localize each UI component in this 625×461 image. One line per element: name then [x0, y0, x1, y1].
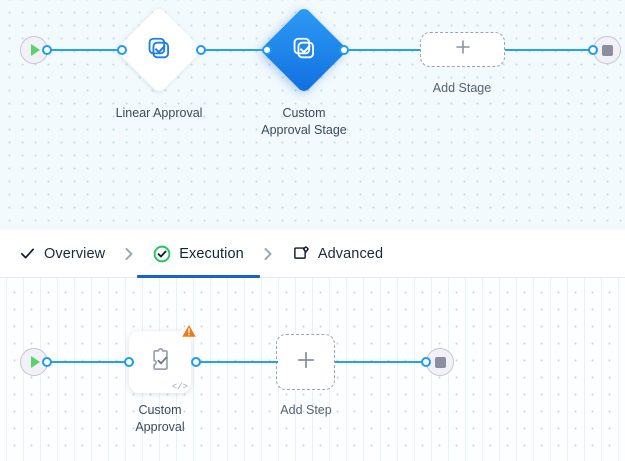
chevron-right-icon [264, 247, 272, 260]
plus-icon [296, 350, 316, 375]
stage-linear-input-port[interactable] [117, 45, 127, 55]
step-card-custom-approval[interactable]: </> [129, 324, 196, 393]
settings-window-icon [292, 245, 310, 263]
check-icon [18, 245, 36, 263]
tab-overview[interactable]: Overview [16, 230, 107, 278]
approval-check-icon [146, 35, 172, 66]
check-circle-icon [153, 245, 171, 263]
stage-end-input-port[interactable] [588, 45, 598, 55]
step-custom-input-port[interactable] [124, 357, 134, 367]
tab-execution[interactable]: Execution [137, 230, 260, 278]
stage-diamond-custom[interactable] [260, 6, 348, 94]
edge-start-to-custom-approval [46, 361, 134, 364]
tab-advanced[interactable]: Advanced [290, 230, 385, 278]
edge-custom-to-add [340, 49, 420, 52]
step-canvas[interactable]: </> Custom Approval Add Step [0, 278, 625, 461]
step-end-input-port[interactable] [421, 357, 431, 367]
step-start-output-port[interactable] [42, 357, 52, 367]
tab-overview-label: Overview [44, 245, 106, 262]
stage-node-linear-approval[interactable] [115, 6, 203, 94]
tab-advanced-label: Advanced [317, 245, 384, 262]
edge-add-to-end [505, 49, 590, 52]
add-stage-button[interactable] [420, 32, 505, 67]
warning-triangle-icon[interactable] [181, 323, 197, 344]
add-stage-node[interactable] [420, 32, 505, 67]
add-step-button[interactable] [276, 334, 335, 390]
stop-icon [434, 356, 446, 368]
stage-diamond-linear[interactable] [115, 6, 203, 94]
code-badge-icon: </> [171, 382, 188, 392]
start-terminal-circle[interactable] [20, 348, 48, 376]
stage-custom-output-port[interactable] [339, 45, 349, 55]
puzzle-check-icon [145, 345, 175, 380]
tab-separator-1 [107, 246, 151, 262]
stage-label-custom: Custom Approval Stage [261, 106, 347, 137]
breadcrumb-tabs: Overview Execution [0, 230, 625, 278]
step-start-node[interactable] [20, 348, 48, 376]
stage-end-node[interactable] [593, 36, 621, 64]
tab-execution-label: Execution [179, 245, 244, 262]
add-step-node[interactable] [276, 334, 335, 390]
edge-custom-approval-to-add [196, 361, 278, 364]
end-terminal-circle[interactable] [593, 36, 621, 64]
edge-linear-to-custom [198, 49, 270, 52]
play-icon [31, 356, 40, 368]
tab-separator-2 [246, 246, 290, 262]
approval-check-icon [291, 35, 317, 66]
edge-add-step-to-end [335, 361, 423, 364]
step-custom-output-port[interactable] [191, 357, 201, 367]
stage-canvas[interactable]: Linear Approval Custom Approval Stage [0, 0, 625, 230]
edge-start-to-linear [46, 49, 124, 52]
stage-node-custom-approval[interactable] [260, 6, 348, 94]
chevron-right-icon [125, 247, 133, 260]
step-label-custom-approval: Custom Approval [135, 403, 185, 434]
stage-label-linear: Linear Approval [115, 106, 203, 120]
play-icon [31, 44, 40, 56]
stage-linear-output-port[interactable] [196, 45, 206, 55]
stop-icon [601, 44, 613, 56]
step-node-custom-approval[interactable]: </> [129, 324, 196, 393]
plus-icon [454, 38, 472, 61]
stage-custom-input-port[interactable] [262, 45, 272, 55]
add-stage-label: Add Stage [432, 81, 492, 95]
add-step-label: Add Step [280, 403, 332, 417]
stage-start-output-port[interactable] [42, 45, 52, 55]
